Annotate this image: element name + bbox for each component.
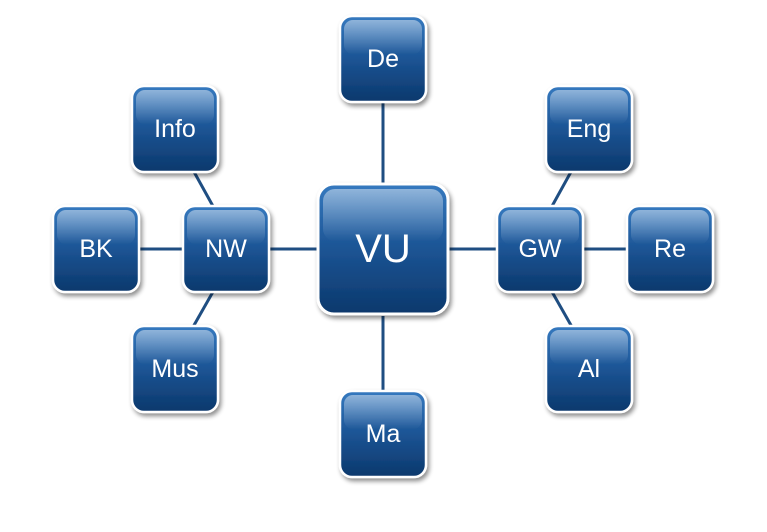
node-re: Re xyxy=(625,204,715,294)
node-al-label: Al xyxy=(578,355,600,383)
node-gw-label: GW xyxy=(518,235,561,263)
connector-right-hub-bottom xyxy=(549,289,574,328)
node-ma-label: Ma xyxy=(366,420,401,448)
node-vu: VU xyxy=(316,182,450,316)
node-vu-label: VU xyxy=(355,227,411,271)
node-al: Al xyxy=(544,324,634,414)
node-bk: BK xyxy=(51,204,141,294)
node-info-label: Info xyxy=(154,115,196,143)
node-mus-label: Mus xyxy=(151,355,198,383)
node-ma: Ma xyxy=(338,389,428,479)
node-mus: Mus xyxy=(130,324,220,414)
node-de-label: De xyxy=(367,45,399,73)
node-re-label: Re xyxy=(654,235,686,263)
connector-right-hub-top xyxy=(549,169,574,209)
connector-left-hub-bottom xyxy=(191,289,216,328)
node-bk-label: BK xyxy=(79,235,113,263)
node-eng-label: Eng xyxy=(567,115,611,143)
node-nw-label: NW xyxy=(205,235,247,263)
connector-left-hub-top xyxy=(191,169,216,209)
node-nw: NW xyxy=(181,204,271,294)
node-de: De xyxy=(338,14,428,104)
connectors xyxy=(139,102,627,393)
node-eng: Eng xyxy=(544,84,634,174)
node-info: Info xyxy=(130,84,220,174)
node-gw: GW xyxy=(495,204,585,294)
